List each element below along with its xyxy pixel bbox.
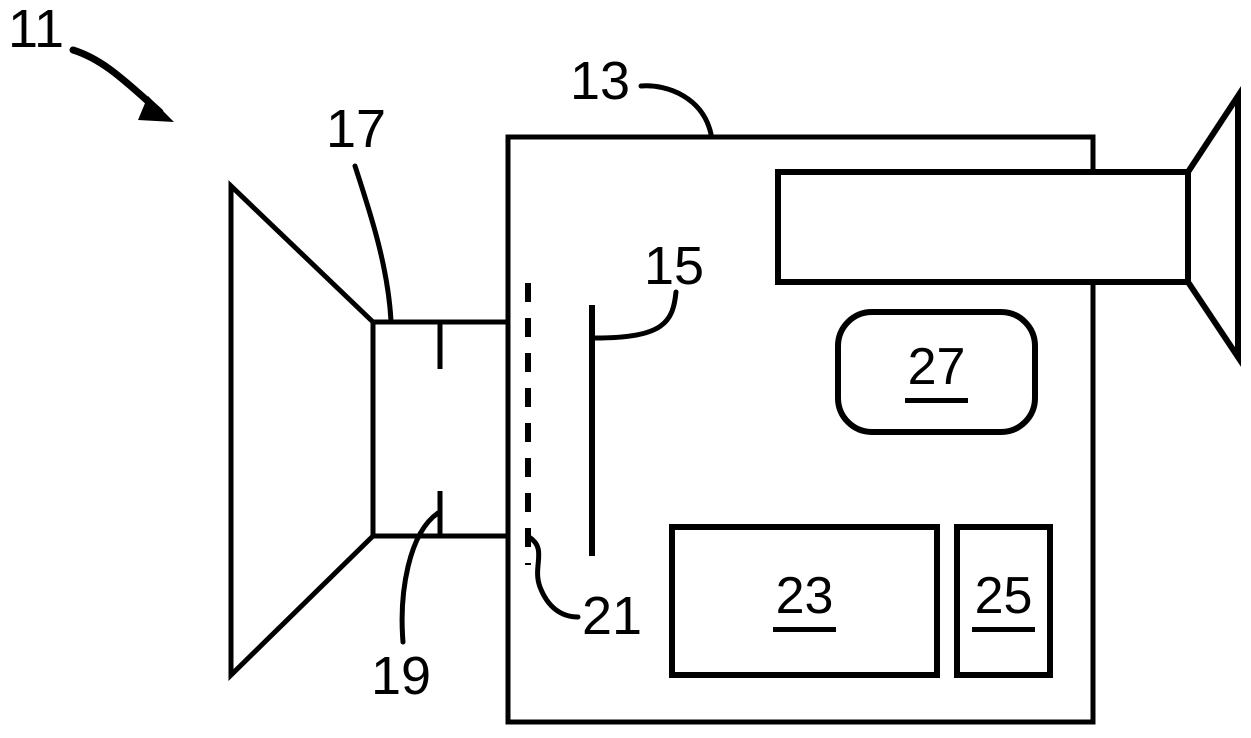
horn-flare-outline [228,180,375,681]
ref-label-23: 23 [772,570,837,632]
box-label-27-wrap: 27 [838,312,1035,432]
component-box-25 [954,524,1053,678]
leader-line-21 [526,534,581,620]
leader-line-19 [399,510,441,645]
viewfinder-tube [775,169,1191,285]
box-label-25-wrap: 25 [957,527,1050,675]
leader-line-17 [352,163,394,324]
leader-line-15 [592,289,679,341]
ref-label-19: 19 [371,646,432,706]
ref-label-15: 15 [644,236,705,296]
ref-label-27: 27 [904,341,969,403]
ref-label-25: 25 [971,570,1036,632]
component-box-27 [835,309,1038,435]
leader-arrowhead-icon [138,96,174,122]
leader-line-13 [638,83,714,137]
ref-label-13: 13 [570,51,631,111]
eyepiece-trapezoid [1185,85,1241,367]
ref-label-17: 17 [326,99,387,159]
component-box-23 [669,524,940,678]
coupling-box-outline [370,319,508,539]
ref-label-21: 21 [582,586,643,646]
ref-label-11: 11 [8,0,65,59]
main-housing-outline [505,134,1096,725]
box-label-23-wrap: 23 [672,527,937,675]
